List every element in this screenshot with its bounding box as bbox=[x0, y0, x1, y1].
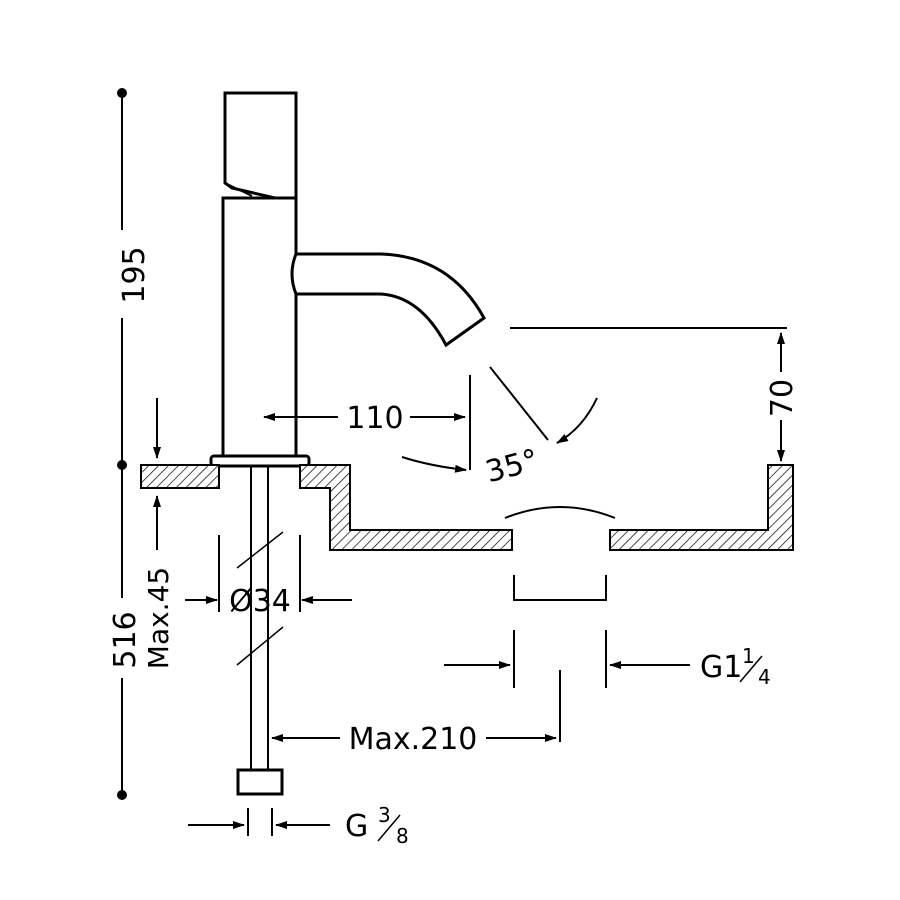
max-45-label: Max.45 bbox=[142, 567, 175, 669]
deck-left-segment bbox=[140, 464, 220, 489]
left-dimension-line bbox=[117, 88, 127, 800]
deck-right-segment bbox=[299, 464, 513, 551]
height-195-label: 195 bbox=[117, 246, 152, 303]
angle-35-label: 35° bbox=[482, 443, 542, 491]
dimension-dot-top bbox=[117, 88, 127, 98]
tap-spout bbox=[290, 252, 486, 348]
waste-thread-label: G1 1 4 bbox=[700, 644, 771, 689]
drain-curve bbox=[504, 506, 616, 519]
tap-column bbox=[221, 196, 298, 460]
max-210-label: Max.210 bbox=[349, 722, 478, 757]
dimension-dot-bottom bbox=[117, 790, 127, 800]
tap-base-flange bbox=[209, 454, 311, 468]
angle-line bbox=[489, 366, 549, 441]
svg-text:1: 1 bbox=[742, 644, 755, 668]
dimension-dot-middle bbox=[117, 460, 127, 470]
svg-text:8: 8 bbox=[396, 824, 409, 848]
supply-thread-label: G 3 8 bbox=[345, 803, 409, 848]
tap-body bbox=[209, 91, 486, 468]
tap-handle bbox=[223, 91, 298, 200]
reach-110-label: 110 bbox=[346, 401, 403, 436]
basin-right-segment bbox=[609, 464, 794, 551]
svg-text:3: 3 bbox=[378, 803, 391, 827]
clearance-70-label: 70 bbox=[765, 379, 800, 417]
diameter-34-label: Ø34 bbox=[229, 584, 291, 619]
countertop bbox=[140, 464, 794, 551]
hose-connector bbox=[236, 768, 284, 796]
svg-text:4: 4 bbox=[758, 665, 771, 689]
waste-pipe bbox=[513, 575, 607, 601]
height-516-label: 516 bbox=[108, 611, 143, 668]
svg-text:G: G bbox=[345, 809, 368, 844]
supply-hose bbox=[236, 466, 284, 796]
svg-text:G1: G1 bbox=[700, 650, 742, 685]
